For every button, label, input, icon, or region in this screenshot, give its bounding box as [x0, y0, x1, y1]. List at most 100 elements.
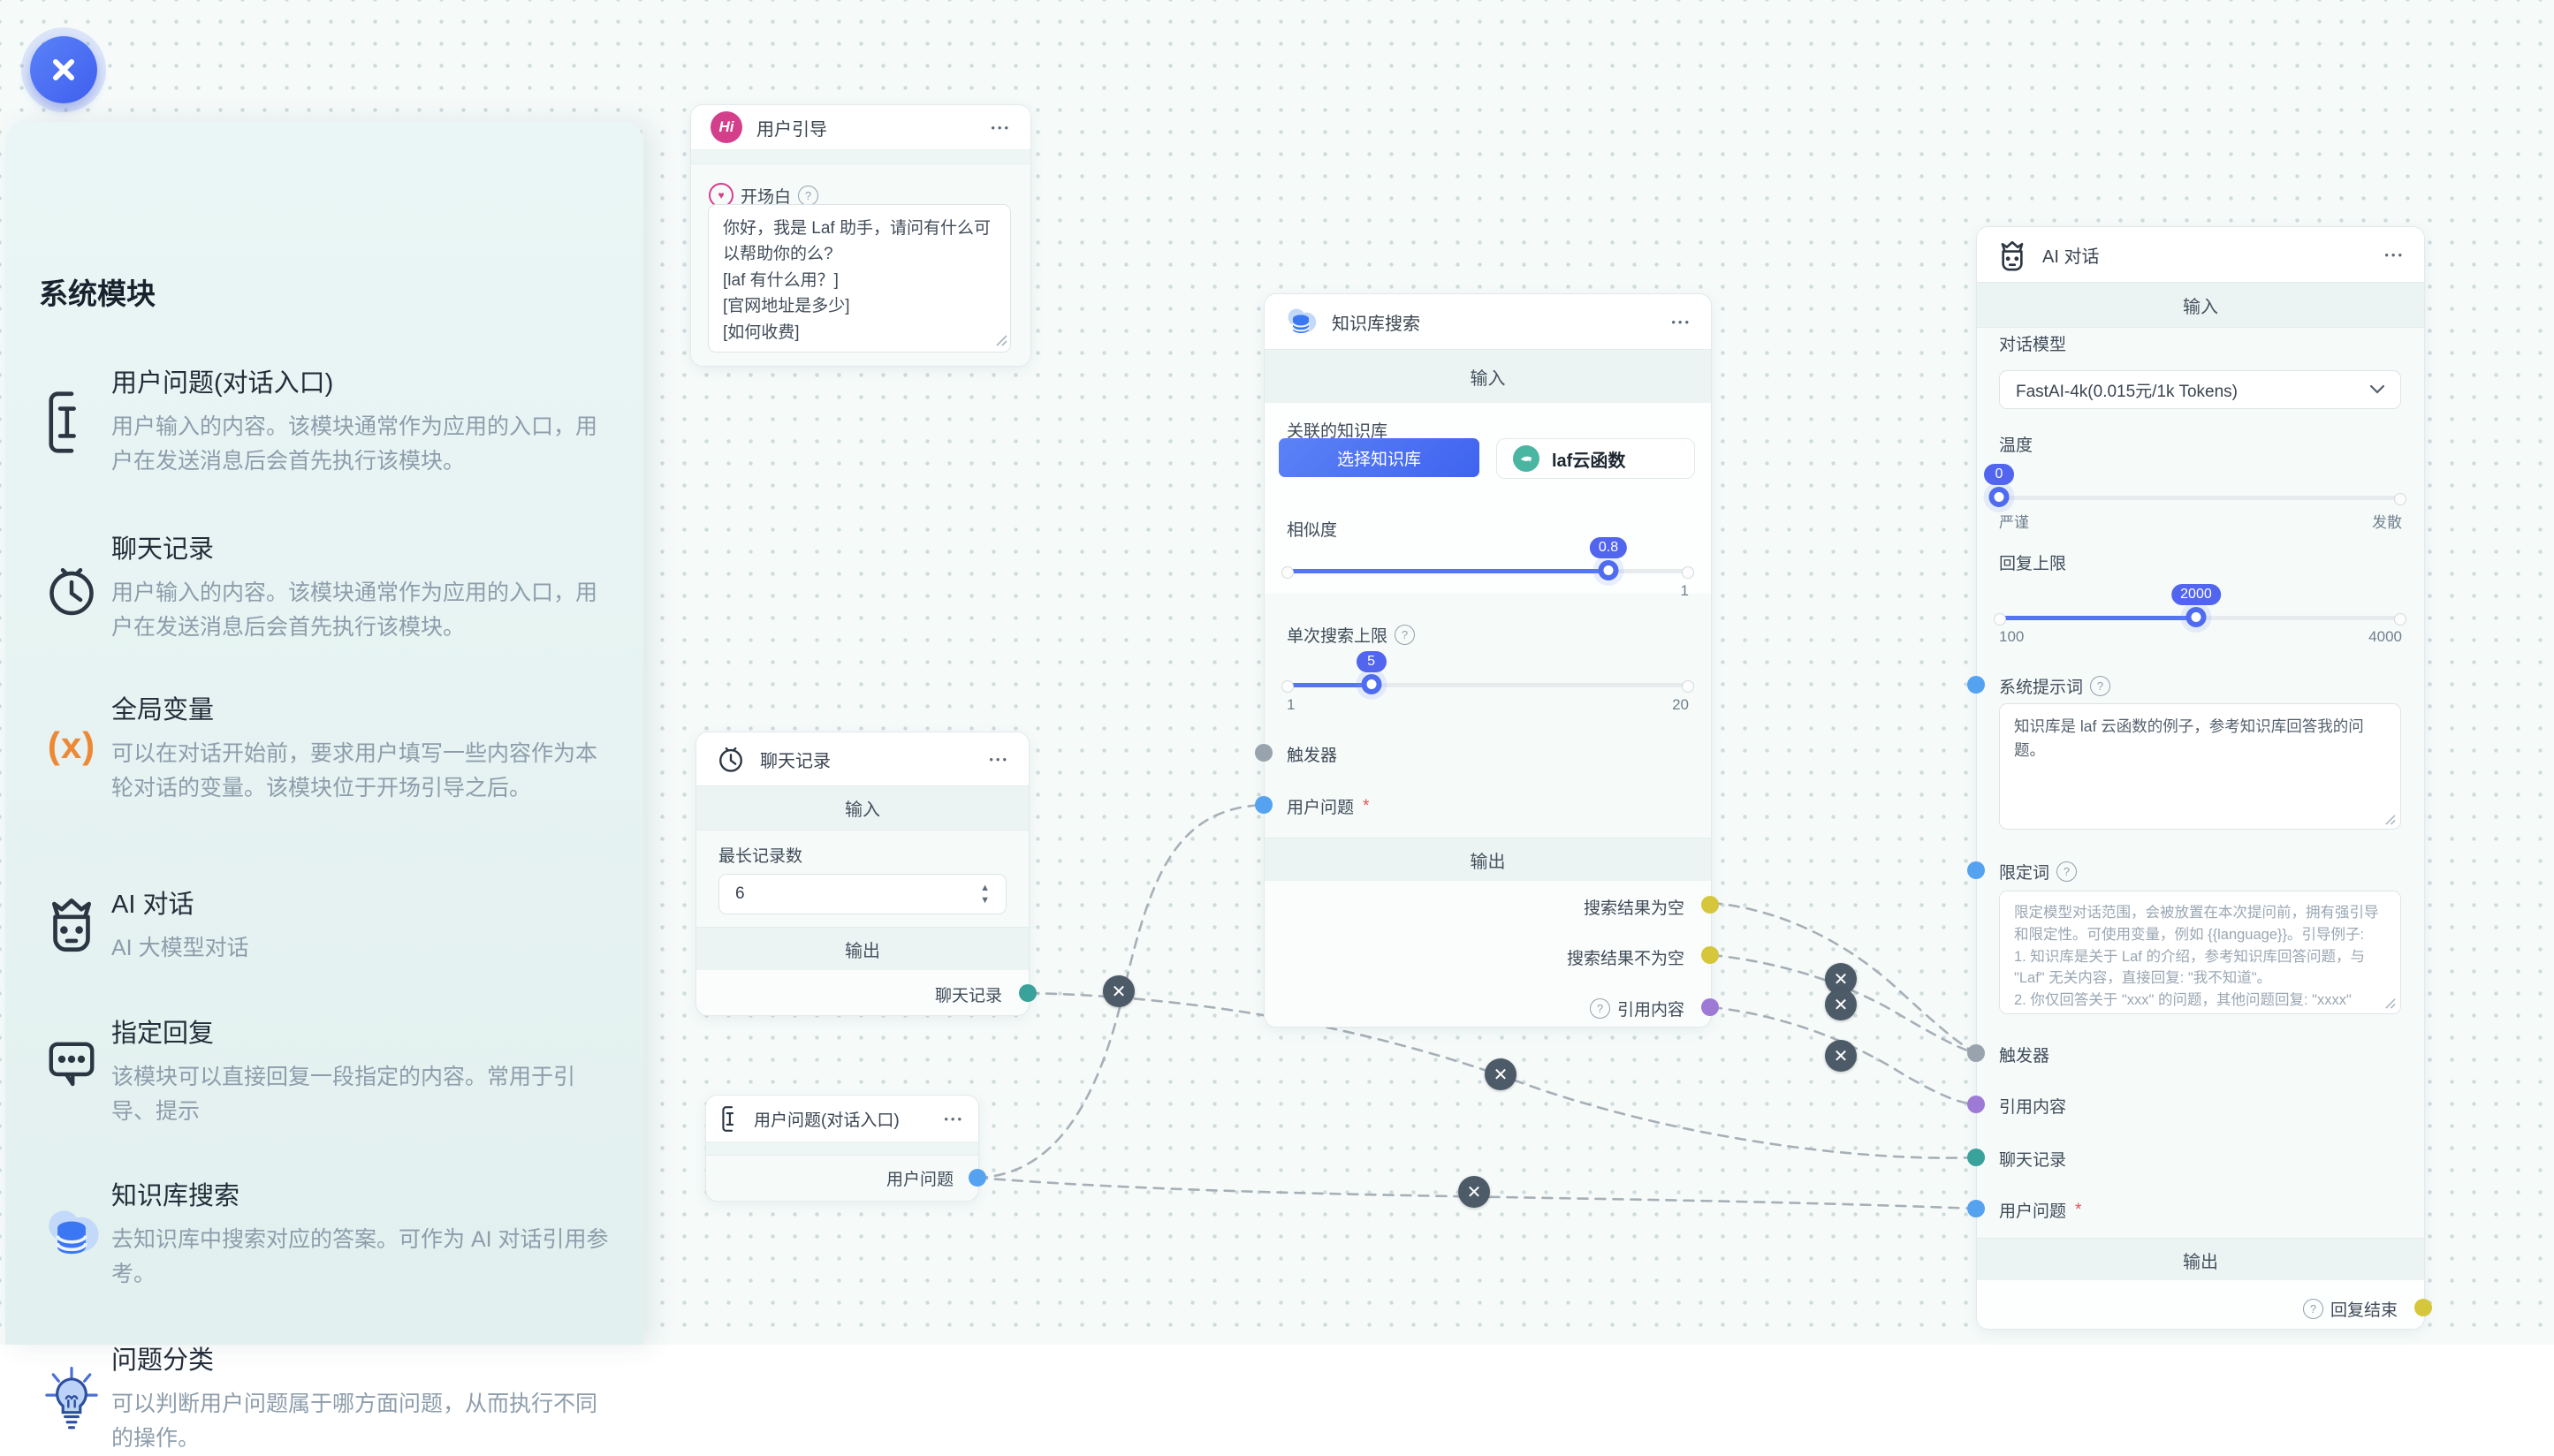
kb-tag[interactable]: laf云函数: [1496, 438, 1695, 479]
max-records-input[interactable]: 6 ▲ ▼: [718, 874, 1007, 914]
input-value: 6: [735, 884, 745, 904]
clock-icon: [41, 560, 103, 622]
sidebar-item-label: 聊天记录: [111, 528, 615, 565]
edge-delete-icon[interactable]: ✕: [1825, 989, 1857, 1020]
reply-limit-slider[interactable]: 2000: [1999, 607, 2401, 628]
quote-input-label: 引用内容: [1999, 1094, 2066, 1118]
search-limit-slider[interactable]: 5: [1287, 674, 1689, 695]
edge-delete-icon[interactable]: ✕: [1485, 1058, 1516, 1090]
help-icon[interactable]: ?: [798, 186, 818, 206]
trigger-input-label: 触发器: [1287, 742, 1337, 766]
sidebar-item-user-question[interactable]: 用户问题(对话入口) 用户输入的内容。该模块通常作为应用的入口，用户在发送消息后…: [41, 362, 615, 479]
slider-thumb[interactable]: [2185, 607, 2206, 627]
model-select[interactable]: FastAI-4k(0.015元/1k Tokens): [1999, 370, 2401, 409]
step-up-icon[interactable]: ▲: [980, 883, 990, 893]
handle-kb-trigger-in[interactable]: [1255, 744, 1273, 762]
slider-thumb[interactable]: [1361, 674, 1381, 694]
history-input-label: 聊天记录: [1999, 1147, 2066, 1171]
field-label: 用户问题: [1999, 1198, 2066, 1222]
node-menu-icon[interactable]: •••: [1671, 315, 1691, 329]
field-label: 系统提示词: [1999, 674, 2083, 698]
node-header[interactable]: Hi 用户引导 •••: [691, 105, 1030, 149]
sidebar-item-question-classify[interactable]: 问题分类 可以判断用户问题属于哪方面问题，从而执行不同的操作。: [41, 1339, 615, 1456]
node-header[interactable]: 知识库搜索 •••: [1265, 294, 1711, 349]
number-stepper[interactable]: ▲ ▼: [980, 883, 990, 906]
variable-icon: (x): [41, 724, 103, 767]
flow-canvas[interactable]: ✕ ✕ ✕ ✕ ✕ ✕ 系统模块 用户问题(对话入口) 用户输入的内容。该模块通…: [0, 0, 2554, 1345]
node-ai-chat[interactable]: AI 对话 ••• 输入 对话模型 FastAI-4k(0.015元/1k To…: [1976, 226, 2425, 1330]
node-menu-icon[interactable]: •••: [944, 1112, 964, 1126]
sidebar-item-fixed-reply[interactable]: 指定回复 该模块可以直接回复一段指定的内容。常用于引导、提示: [41, 1012, 615, 1129]
handle-ai-sysprompt-in[interactable]: [1967, 676, 1985, 694]
handle-ai-history-in[interactable]: [1967, 1149, 1985, 1166]
node-kb-search[interactable]: 知识库搜索 ••• 输入 关联的知识库 选择知识库 laf云函数 相似度 0.8…: [1264, 293, 1712, 1028]
handle-kb-empty-out[interactable]: [1701, 896, 1719, 914]
slider-rail[interactable]: [1999, 496, 2401, 500]
node-user-guide[interactable]: Hi 用户引导 ••• ♥ 开场白 ? 你好，我是 Laf 助手，请问有什么可以…: [690, 104, 1031, 367]
close-button[interactable]: [30, 36, 97, 103]
slider-thumb[interactable]: [1989, 487, 2010, 507]
sidebar-item-chat-history[interactable]: 聊天记录 用户输入的内容。该模块通常作为应用的入口，用户在发送消息后会首先执行该…: [41, 528, 615, 645]
input-section-header: 输入: [1265, 349, 1711, 405]
sidebar-title: 系统模块: [39, 270, 156, 313]
node-header[interactable]: 用户问题(对话入口) •••: [706, 1096, 978, 1141]
help-icon[interactable]: ?: [2303, 1299, 2323, 1319]
slider-fill: [1999, 616, 2196, 620]
handle-ai-limitwords-in[interactable]: [1967, 861, 1985, 879]
select-kb-button[interactable]: 选择知识库: [1279, 438, 1479, 477]
step-down-icon[interactable]: ▼: [980, 896, 990, 906]
database-icon: [41, 1202, 103, 1265]
limit-max-label: 20: [1672, 696, 1689, 714]
output-section-header: 输出: [1977, 1238, 2424, 1282]
edge-delete-icon[interactable]: ✕: [1103, 975, 1135, 1007]
node-title: AI 对话: [2042, 242, 2370, 268]
node-menu-icon[interactable]: •••: [991, 121, 1011, 134]
temperature-slider[interactable]: 0: [1999, 487, 2401, 508]
handle-history-out[interactable]: [1019, 984, 1037, 1002]
sidebar-item-desc: 去知识库中搜索对应的答案。可作为 AI 对话引用参考。: [111, 1223, 615, 1292]
hi-avatar-icon: Hi: [711, 111, 742, 143]
output-label: 回复结束: [2330, 1297, 2398, 1321]
sidebar-item-label: 全局变量: [111, 689, 615, 726]
edge-delete-icon[interactable]: ✕: [1825, 1040, 1857, 1072]
node-header[interactable]: 聊天记录 •••: [696, 732, 1029, 785]
sidebar-item-kb-search[interactable]: 知识库搜索 去知识库中搜索对应的答案。可作为 AI 对话引用参考。: [41, 1175, 615, 1292]
handle-ai-trigger-in[interactable]: [1967, 1044, 1985, 1062]
sidebar-item-label: AI 对话: [111, 883, 615, 921]
node-title: 用户引导: [756, 115, 977, 140]
handle-kb-question-in[interactable]: [1255, 796, 1273, 814]
database-icon: [1284, 304, 1318, 339]
handle-ai-quote-in[interactable]: [1967, 1096, 1985, 1113]
kb-tag-label: laf云函数: [1552, 446, 1625, 472]
help-icon[interactable]: ?: [1590, 998, 1610, 1019]
field-label: 单次搜索上限: [1287, 623, 1387, 647]
handle-ai-replyend-out[interactable]: [2414, 1299, 2432, 1316]
slider-value-badge: 2000: [2171, 584, 2221, 605]
node-chat-history[interactable]: 聊天记录 ••• 输入 最长记录数 6 ▲ ▼ 输出 聊天记录: [696, 732, 1030, 1016]
help-icon[interactable]: ?: [1395, 625, 1415, 645]
system-prompt-textarea[interactable]: 知识库是 laf 云函数的例子，参考知识库回答我的问题。: [1999, 703, 2401, 830]
welcome-textarea[interactable]: 你好，我是 Laf 助手，请问有什么可以帮助你的么? [laf 有什么用？] […: [708, 204, 1011, 353]
help-icon[interactable]: ?: [2090, 676, 2110, 696]
node-menu-icon[interactable]: •••: [2384, 248, 2405, 262]
output-label: 引用内容: [1617, 997, 1684, 1020]
limit-words-textarea[interactable]: [1999, 891, 2401, 1014]
node-title: 知识库搜索: [1332, 309, 1657, 335]
similarity-slider[interactable]: 0.8: [1287, 560, 1689, 581]
temp-right-label: 发散: [2372, 510, 2402, 532]
question-input-label: 用户问题 *: [1287, 794, 1369, 818]
handle-ai-question-in[interactable]: [1967, 1200, 1985, 1217]
handle-kb-quote-out[interactable]: [1701, 998, 1719, 1016]
chevron-down-icon: [2370, 385, 2384, 394]
edge-delete-icon[interactable]: ✕: [1458, 1176, 1490, 1208]
help-icon[interactable]: ?: [2056, 861, 2077, 882]
sidebar-item-global-variable[interactable]: (x) 全局变量 可以在对话开始前，要求用户填写一些内容作为本轮对话的变量。该模…: [41, 689, 615, 806]
node-user-question[interactable]: 用户问题(对话入口) ••• 用户问题: [705, 1095, 979, 1202]
slider-fill: [1287, 683, 1372, 687]
node-menu-icon[interactable]: •••: [989, 753, 1009, 766]
slider-thumb[interactable]: [1599, 560, 1619, 580]
sidebar-item-ai-chat[interactable]: AI 对话 AI 大模型对话: [41, 883, 615, 966]
node-header[interactable]: AI 对话 •••: [1977, 227, 2424, 282]
handle-kb-notempty-out[interactable]: [1701, 946, 1719, 964]
handle-question-out[interactable]: [969, 1169, 986, 1187]
